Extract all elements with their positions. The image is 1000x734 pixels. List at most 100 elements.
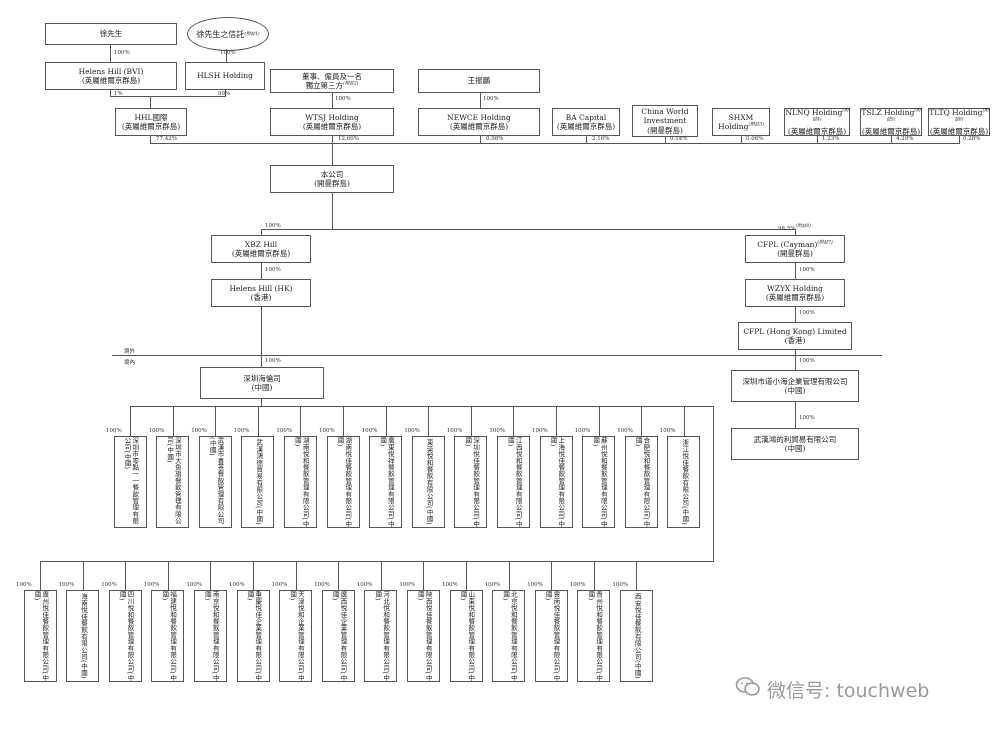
subsidiary-name: 上海悅佳餐飲管理有限公司 bbox=[556, 437, 565, 518]
node-label: (香港) bbox=[784, 336, 806, 345]
node-helens-hill-hk: Helens Hill (HK) (香港) bbox=[211, 279, 311, 307]
subsidiary-name: 西安悅佳餐飲有限公司 bbox=[633, 593, 642, 661]
offshore-onshore-divider bbox=[112, 355, 882, 356]
connector bbox=[636, 561, 638, 590]
pct-label: 0.28% bbox=[963, 136, 981, 142]
subsidiary-box: 福建悅和餐飲管理有限公司(中國) bbox=[151, 590, 185, 682]
pct-label: 77.42% bbox=[156, 136, 177, 142]
offshore-label: 境外 bbox=[124, 349, 136, 355]
pct-label: 100% bbox=[271, 582, 288, 588]
pct-label: 100% bbox=[574, 428, 591, 434]
subsidiary-box: 湖南悅和餐飲管理有限公司(中國) bbox=[283, 436, 317, 528]
pct-value: 98.5% bbox=[778, 225, 796, 232]
subsidiary-location: (中國) bbox=[425, 506, 434, 525]
node-tslz: TSLZ Holding(附註5) (英屬維爾京群島) bbox=[860, 108, 922, 136]
subsidiary-box: 深圳市大魚旗餐飲管理有限公司(中國) bbox=[156, 436, 190, 528]
connector bbox=[167, 561, 169, 590]
subsidiary-box: 南京悅和餐飲管理有限公司(中國) bbox=[193, 590, 227, 682]
pct-label: 99% bbox=[218, 91, 231, 97]
node-hhl: HHL國際 (英屬維爾京群島) bbox=[115, 108, 187, 136]
node-label: TLTQ Holding bbox=[929, 107, 983, 117]
connector bbox=[82, 561, 84, 590]
pct-label: 100% bbox=[527, 582, 543, 588]
node-label: 王振鵬 bbox=[467, 76, 491, 86]
subsidiary-box: 蘇州悅和餐飲管理有限公司(中國) bbox=[582, 436, 616, 528]
node-xbz-hill: XBZ Hill (英屬維爾京群島) bbox=[211, 235, 311, 263]
subsidiary-location: (中國) bbox=[254, 506, 263, 525]
pct-label: 1.23% bbox=[822, 136, 840, 142]
subsidiary-location: (中國) bbox=[208, 437, 217, 456]
pct-label: 0.06% bbox=[746, 136, 764, 142]
node-label: 董事、僱員及一名 bbox=[302, 71, 362, 81]
pct-label: 100% bbox=[314, 582, 330, 588]
pct-label: 100% bbox=[489, 428, 506, 434]
pct-label: 100% bbox=[361, 428, 378, 434]
note-ref: (附註5) bbox=[886, 108, 921, 123]
pct-label: 100% bbox=[148, 428, 165, 434]
connector bbox=[343, 406, 344, 436]
node-shxm: SHXM Holding(附註3) bbox=[712, 108, 770, 136]
pct-label: 100% bbox=[617, 428, 633, 434]
node-label: 獨立第三方 bbox=[305, 81, 344, 90]
subsidiary-name: 雲南悅佳餐飲管理有限公司 bbox=[551, 591, 560, 672]
watermark: 微信号: touchweb bbox=[767, 680, 930, 702]
node-label: (英屬維爾京群島) bbox=[556, 122, 616, 131]
node-ba-capital: BA Capital (英屬維爾京群島) bbox=[552, 108, 620, 136]
node-label: (英屬維爾京群島) bbox=[121, 122, 181, 131]
node-label: (香港) bbox=[250, 293, 272, 302]
pct-label: 100% bbox=[799, 267, 815, 273]
subsidiary-name: 廣東悅祥餐飲管理有限公司 bbox=[386, 437, 395, 518]
node-label: (英屬維爾京群島) bbox=[861, 126, 921, 136]
subsidiary-name: 廣西悅佳企業管理有限公司 bbox=[338, 591, 347, 672]
node-helens-hill-bvi: Helens Hill (BVI) (英屬維爾京群島) bbox=[45, 62, 177, 90]
node-label: (英屬維爾京群島) bbox=[787, 126, 847, 136]
subsidiary-name: 武漢鴻德貿易有限公司 bbox=[254, 439, 263, 507]
node-label: (英屬維爾京群島) bbox=[81, 76, 141, 85]
subsidiary-location: (中國) bbox=[336, 437, 352, 527]
subsidiary-name: 湖南悅佳餐飲管理有限公司 bbox=[343, 437, 352, 518]
connector bbox=[428, 406, 430, 436]
subsidiary-box: 海南悅佳餐飲有限公司(中國) bbox=[66, 590, 100, 682]
connector bbox=[253, 561, 254, 590]
pct-label: 0.98% bbox=[486, 136, 504, 142]
subsidiary-location: (中國) bbox=[459, 591, 475, 681]
node-label: BA Capital bbox=[565, 112, 607, 122]
subsidiary-location: (中國) bbox=[633, 660, 642, 679]
note-ref: (附註2) bbox=[343, 81, 359, 87]
connector bbox=[338, 561, 340, 590]
node-china-world: China World Investment (開曼群島) bbox=[632, 105, 698, 137]
connector bbox=[423, 561, 425, 590]
pct-label: 100% bbox=[484, 582, 501, 588]
pct-label: 100% bbox=[442, 582, 458, 588]
subsidiary-box: 廣州悅佳餐飲管理有限公司(中國) bbox=[23, 590, 57, 682]
node-label: (英屬維爾京群島) bbox=[449, 122, 509, 131]
pct-label: 100% bbox=[114, 50, 130, 56]
subsidiary-box: 四川悅和餐飲管理有限公司(中國) bbox=[108, 590, 142, 682]
pct-label: 100% bbox=[356, 582, 373, 588]
pct-label: 12.60% bbox=[338, 136, 359, 142]
connector bbox=[172, 406, 174, 436]
pct-label: 100% bbox=[569, 582, 586, 588]
node-label: Helens Hill (BVI) bbox=[78, 66, 144, 76]
note-ref: (附註6) bbox=[954, 108, 989, 123]
node-wzyx: WZYX Holding (英屬維爾京群島) bbox=[745, 279, 845, 307]
connector bbox=[470, 406, 472, 436]
node-wtsj: WTSJ Holding (英屬維爾京群島) bbox=[270, 108, 394, 136]
node-label: (開曼群島) bbox=[647, 125, 683, 135]
pct-label: 100% bbox=[799, 310, 815, 316]
pct-label: 2.16% bbox=[592, 136, 610, 142]
node-label: (開曼群島) bbox=[314, 179, 350, 188]
subsidiary-location: (中國) bbox=[549, 437, 565, 527]
node-label: NEWCE Holding bbox=[447, 112, 511, 122]
node-label: SHXM Holding bbox=[718, 112, 754, 131]
subsidiary-name: 山東悅和餐飲管理有限公司 bbox=[466, 591, 475, 672]
connector bbox=[598, 406, 600, 436]
subsidiary-name: 深圳市零點一一餐飲管理有限公司 bbox=[123, 437, 139, 525]
subsidiary-box: 武漢市喜茶餐飲管理有限公司(中國) bbox=[198, 436, 232, 528]
node-xu-trust: 徐先生之信託(附註1) bbox=[187, 17, 269, 51]
node-shenzhen-zhuhai: 深圳市道小海企業管理有限公司 (中國) bbox=[731, 370, 859, 402]
node-company: 本公司 (開曼群島) bbox=[270, 165, 394, 193]
subsidiary-name: 河北悅和餐飲管理有限公司 bbox=[381, 591, 390, 672]
pct-label: 100% bbox=[265, 267, 281, 273]
subsidiary-location: (中國) bbox=[331, 591, 347, 681]
